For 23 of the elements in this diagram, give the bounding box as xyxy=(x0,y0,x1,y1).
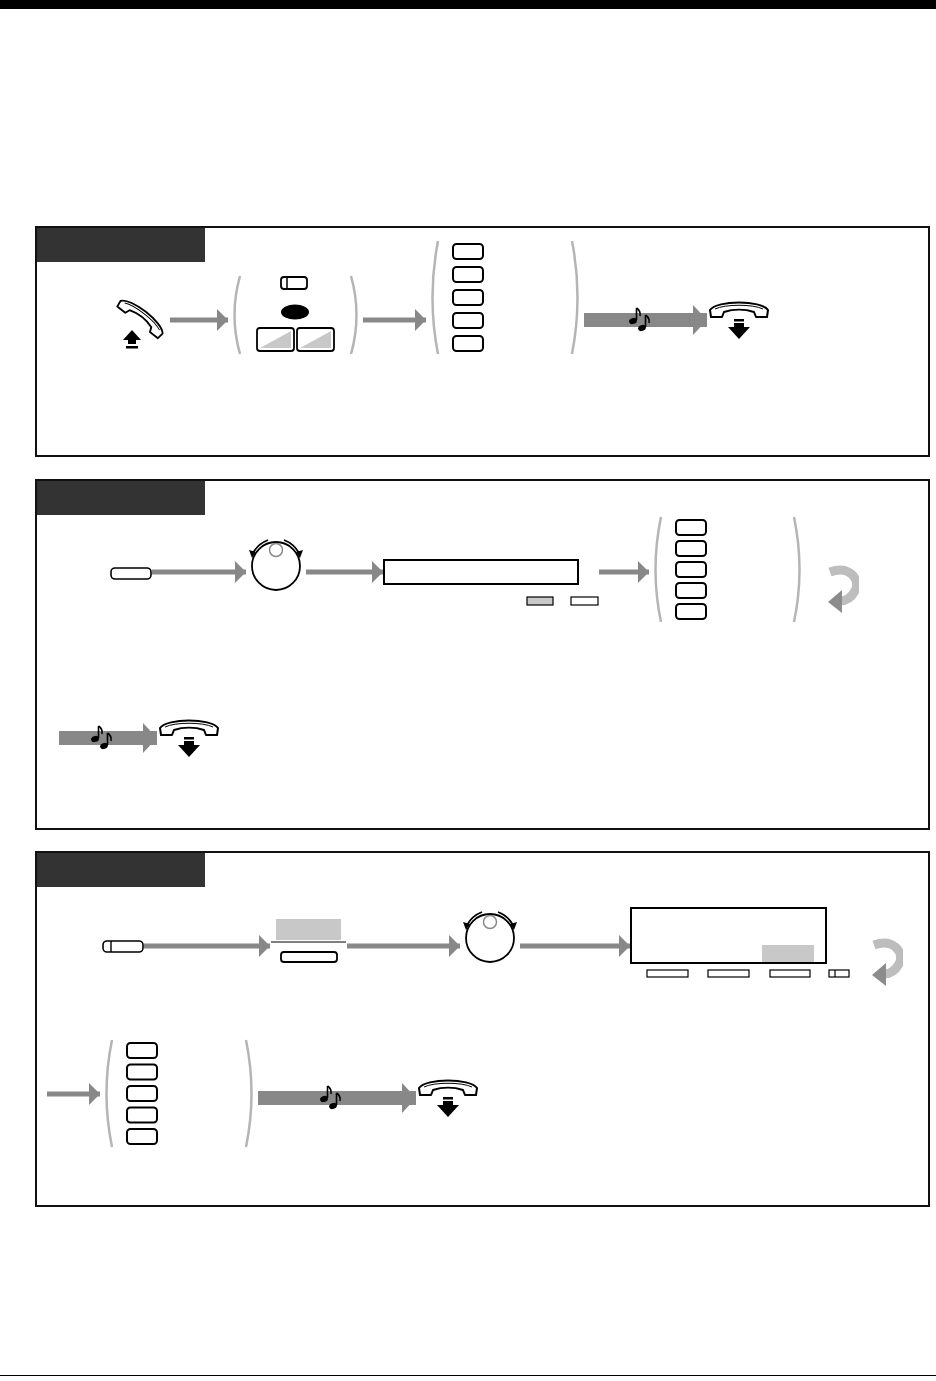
button-icon xyxy=(102,940,144,953)
arrow xyxy=(306,561,383,583)
tone-arrow xyxy=(258,1083,416,1113)
arrow xyxy=(152,561,246,583)
panel-box xyxy=(35,851,930,1207)
soft-key-icon xyxy=(270,918,347,963)
on-hook-handset-icon xyxy=(707,299,771,341)
tone-arrow xyxy=(59,723,157,753)
lcd-display xyxy=(630,907,850,978)
on-hook-handset-icon xyxy=(416,1077,480,1119)
arrow xyxy=(144,935,270,957)
arrow xyxy=(520,935,630,957)
arrow xyxy=(347,935,460,957)
panel-box xyxy=(35,479,930,830)
button-icon xyxy=(110,567,152,580)
arrow xyxy=(47,1083,100,1105)
arrow xyxy=(599,561,649,583)
on-hook-handset-icon xyxy=(157,717,221,759)
tone-arrow xyxy=(584,305,707,335)
arrow xyxy=(363,309,426,331)
panel-box xyxy=(35,226,930,457)
arrow xyxy=(170,309,228,331)
lcd-display xyxy=(383,559,599,606)
